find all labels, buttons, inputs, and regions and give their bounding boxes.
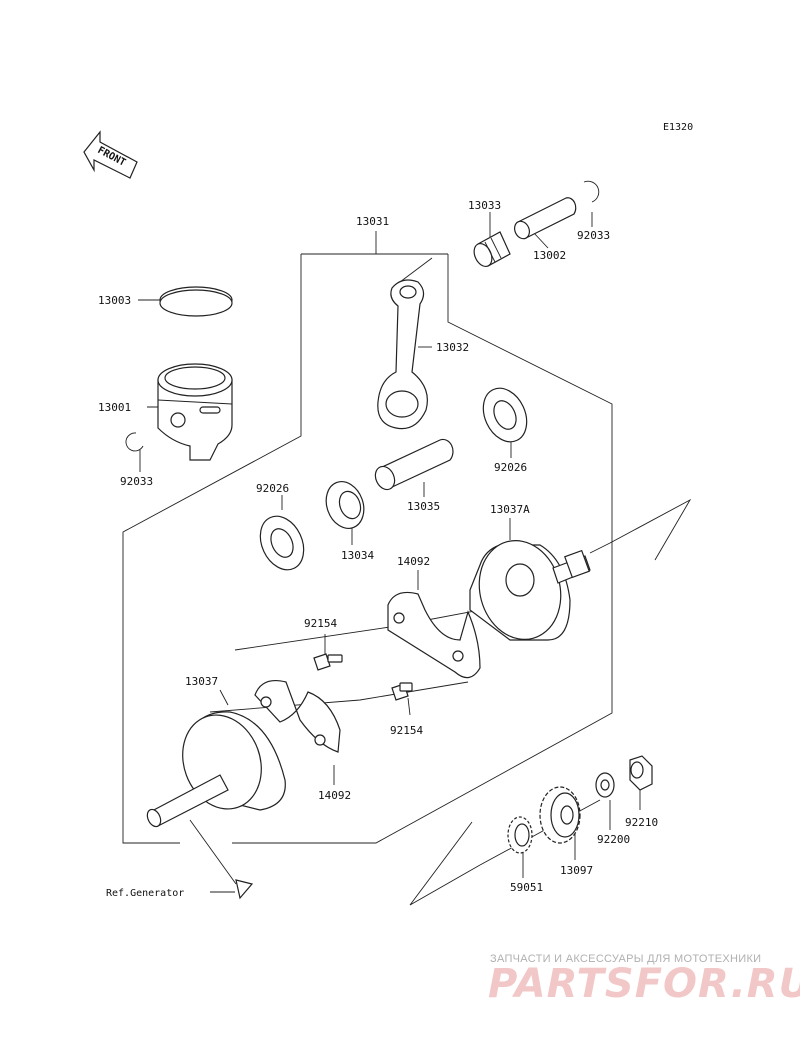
- connecting-rod: [377, 279, 428, 430]
- label-92154-top: 92154: [304, 617, 337, 630]
- piston-ring: [159, 286, 233, 317]
- label-13002: 13002: [533, 249, 566, 262]
- crankshaft-right-half: [469, 540, 591, 641]
- crankshaft-left-half: [146, 711, 286, 828]
- label-92026-left: 92026: [256, 482, 289, 495]
- nut: [629, 755, 653, 791]
- circlip-left: [125, 432, 144, 452]
- label-13097: 13097: [560, 864, 593, 877]
- big-end-bearing: [325, 481, 365, 529]
- primary-gear: [539, 786, 581, 844]
- diagram-id: E1320: [663, 122, 693, 133]
- label-13035: 13035: [407, 500, 440, 513]
- label-13031: 13031: [356, 215, 389, 228]
- label-13032: 13032: [436, 341, 469, 354]
- washer: [595, 772, 615, 798]
- label-13034: 13034: [341, 549, 374, 562]
- watermark-logo: PARTSFOR.RU: [488, 961, 800, 1007]
- label-92200: 92200: [597, 833, 630, 846]
- watermark: ЗАПЧАСТИ И АКСЕССУАРЫ ДЛЯ МОТОТЕХНИКИ PA…: [488, 953, 800, 1007]
- watermark-tagline: ЗАПЧАСТИ И АКСЕССУАРЫ ДЛЯ МОТОТЕХНИКИ: [490, 953, 761, 965]
- thrust-washer-left: [259, 515, 305, 571]
- front-arrow-icon: FRONT: [83, 130, 138, 179]
- circlip-top: [583, 180, 600, 203]
- label-92033-top: 92033: [577, 229, 610, 242]
- label-13037: 13037: [185, 675, 218, 688]
- label-92033-left: 92033: [120, 475, 153, 488]
- label-13001: 13001: [98, 401, 131, 414]
- label-92210: 92210: [625, 816, 658, 829]
- bolt-bottom: [391, 682, 413, 701]
- crank-web-bottom: [254, 679, 341, 753]
- label-ref-generator: Ref.Generator: [106, 888, 184, 899]
- crank-pin: [374, 438, 454, 491]
- piston: [157, 363, 233, 461]
- crank-web-top: [387, 591, 481, 679]
- label-59051: 59051: [510, 881, 543, 894]
- piston-pin: [514, 197, 577, 240]
- part-labels: 13031 13033 92033 13002 13003 13032 1300…: [98, 199, 658, 899]
- thrust-washer-right: [482, 387, 528, 443]
- label-13003: 13003: [98, 294, 131, 307]
- gear-group-frame: [409, 498, 692, 906]
- label-13037A: 13037A: [490, 503, 530, 516]
- label-92154-bottom: 92154: [390, 724, 423, 737]
- label-14092-bottom: 14092: [318, 789, 351, 802]
- secondary-gear: [507, 816, 533, 854]
- ref-generator-marker: [235, 879, 254, 900]
- label-13033: 13033: [468, 199, 501, 212]
- bolt-top: [313, 653, 343, 671]
- assembly-frame: [122, 231, 613, 844]
- label-92026-right: 92026: [494, 461, 527, 474]
- label-14092-top: 14092: [397, 555, 430, 568]
- small-end-bearing: [473, 231, 511, 267]
